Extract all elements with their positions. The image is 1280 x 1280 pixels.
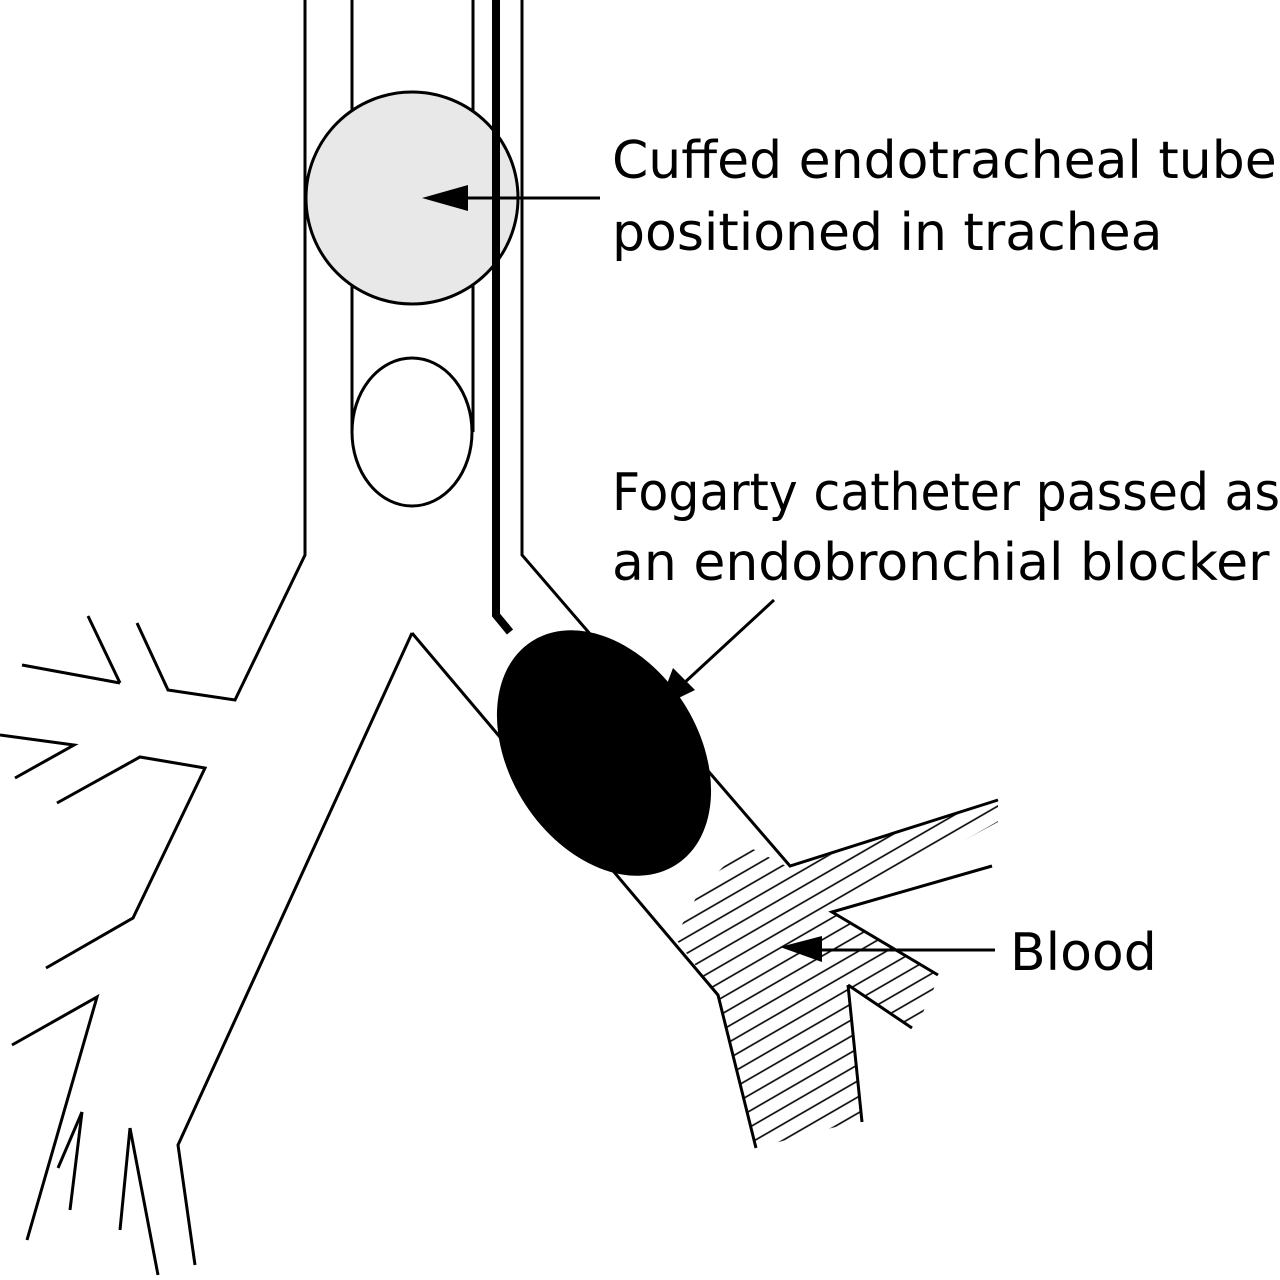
left-bronchus	[0, 615, 414, 1276]
blocker-label-line1: Fogarty catheter passed as	[612, 463, 1280, 523]
tube-arrow	[422, 185, 600, 211]
blood-region	[675, 800, 998, 1148]
tube-label-line2: positioned in trachea	[612, 203, 1162, 263]
tube-label-line1: Cuffed endotracheal tube	[612, 131, 1277, 191]
blocker-arrow	[658, 598, 776, 708]
blocker-label-line2: an endobronchial blocker	[612, 533, 1270, 593]
tube-tip-opening	[350, 356, 474, 508]
blood-arrow	[780, 936, 995, 962]
blocker-balloon	[496, 630, 712, 876]
fogarty-catheter	[492, 0, 514, 635]
blood-label: Blood	[1010, 923, 1157, 983]
